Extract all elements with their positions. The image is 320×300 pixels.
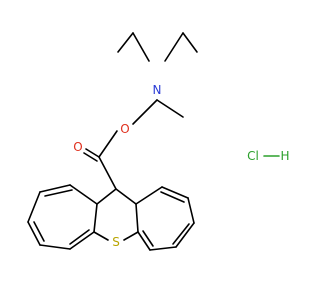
bond xyxy=(175,222,195,248)
bond xyxy=(98,130,118,158)
bond xyxy=(33,221,45,242)
bond xyxy=(135,203,139,233)
bond xyxy=(135,186,163,205)
ester-oxygen-atom-label: O xyxy=(120,122,129,136)
bond xyxy=(69,229,90,245)
sulfur-atom-label: S xyxy=(112,235,120,249)
bond xyxy=(69,231,95,250)
carbonyl-oxygen-atom-label: O xyxy=(73,140,82,154)
bond xyxy=(187,197,195,224)
bond xyxy=(172,223,190,245)
bond xyxy=(39,244,71,250)
bond xyxy=(83,152,98,162)
bond xyxy=(149,246,177,251)
molecule-diagram: N O O S Cl H xyxy=(27,32,290,251)
bond xyxy=(98,156,117,190)
bond xyxy=(96,188,117,205)
bond xyxy=(182,32,198,53)
bond xyxy=(156,99,184,118)
bond xyxy=(137,231,151,251)
atom-labels: N O O S Cl H xyxy=(73,83,289,249)
bond xyxy=(142,230,154,247)
bonds xyxy=(27,32,280,251)
bond xyxy=(160,191,185,203)
bond xyxy=(93,203,98,233)
bond xyxy=(44,189,73,197)
bond xyxy=(115,188,137,205)
nitrogen-atom-label: N xyxy=(153,83,162,97)
bond xyxy=(27,191,41,223)
bond xyxy=(117,32,134,53)
bond xyxy=(123,231,139,241)
bond xyxy=(85,148,100,158)
bond xyxy=(93,231,109,241)
bond xyxy=(27,221,41,246)
bond xyxy=(161,186,189,199)
bond xyxy=(132,32,150,62)
hydrogen-atom-label: H xyxy=(280,149,289,163)
bond xyxy=(132,99,158,125)
bond xyxy=(69,184,98,205)
bond xyxy=(39,184,71,193)
chlorine-atom-label: Cl xyxy=(247,149,259,163)
bond xyxy=(164,32,184,62)
